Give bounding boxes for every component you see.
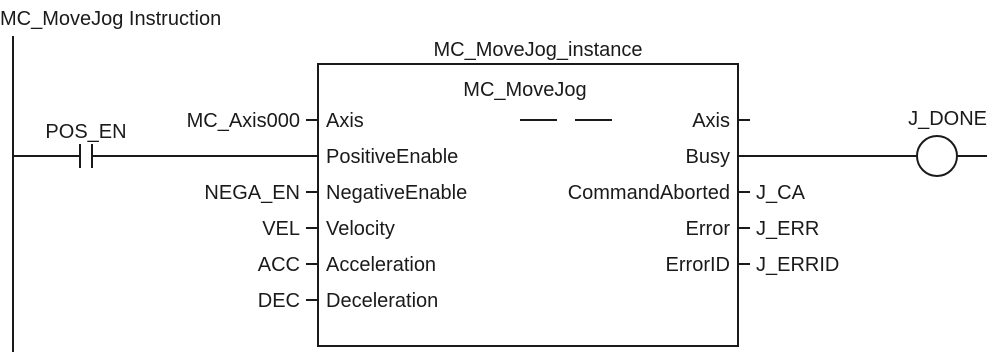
output-pin-axis: Axis — [692, 110, 730, 132]
input-pin-axis: Axis — [326, 110, 364, 132]
input-variable-axis: MC_Axis000 — [187, 110, 300, 132]
input-pin-positive-enable: PositiveEnable — [326, 146, 458, 168]
input-pin-velocity: Velocity — [326, 218, 395, 240]
input-pin-negative-enable: NegativeEnable — [326, 182, 467, 204]
input-pin-acceleration: Acceleration — [326, 254, 436, 276]
output-pin-busy: Busy — [686, 146, 730, 168]
function-block — [317, 63, 739, 347]
output-pin-error-id: ErrorID — [666, 254, 730, 276]
block-name: MC_MoveJog — [463, 79, 586, 101]
instance-name: MC_MoveJog_instance — [434, 39, 643, 61]
output-variable-error-id: J_ERRID — [756, 254, 839, 276]
coil — [916, 135, 958, 177]
input-variable-deceleration: DEC — [258, 290, 300, 312]
input-variable-acceleration: ACC — [258, 254, 300, 276]
output-pin-error: Error — [686, 218, 731, 240]
output-variable-error: J_ERR — [756, 218, 819, 240]
input-variable-velocity: VEL — [262, 218, 300, 240]
contact-label: POS_EN — [45, 121, 126, 143]
coil-label: J_DONE — [908, 108, 987, 130]
output-variable-command-aborted: J_CA — [756, 182, 806, 204]
input-variable-negative-enable: NEGA_EN — [204, 182, 300, 204]
input-pin-deceleration: Deceleration — [326, 290, 438, 312]
output-pin-command-aborted: CommandAborted — [568, 182, 730, 204]
diagram-title: MC_MoveJog Instruction — [0, 8, 221, 30]
